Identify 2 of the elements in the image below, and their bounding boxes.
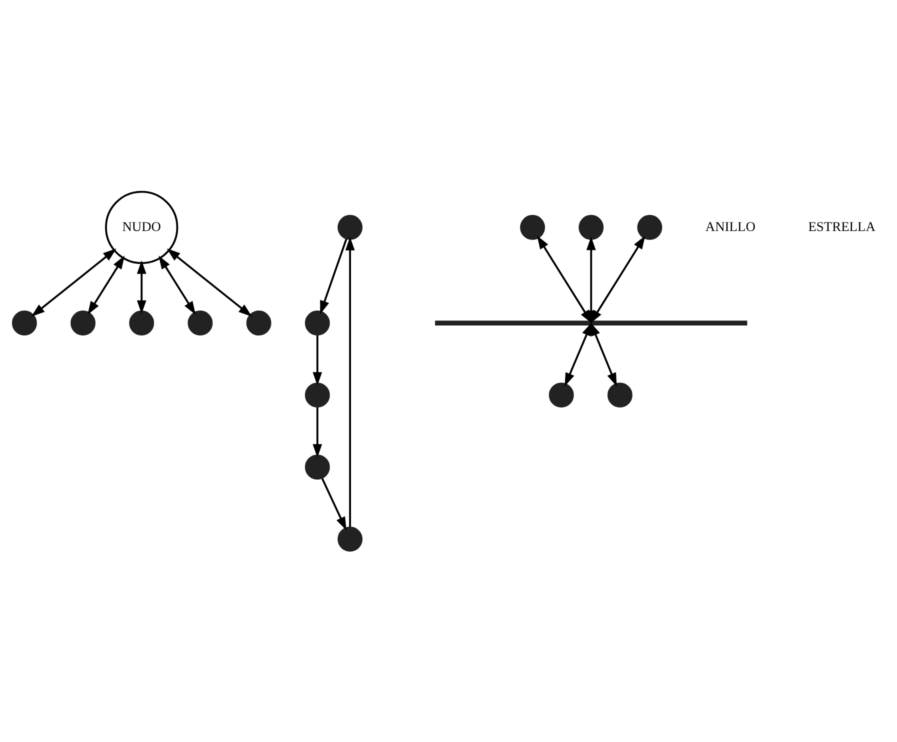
label: ANILLO — [705, 218, 756, 234]
label: ESTRELLA — [808, 218, 876, 234]
